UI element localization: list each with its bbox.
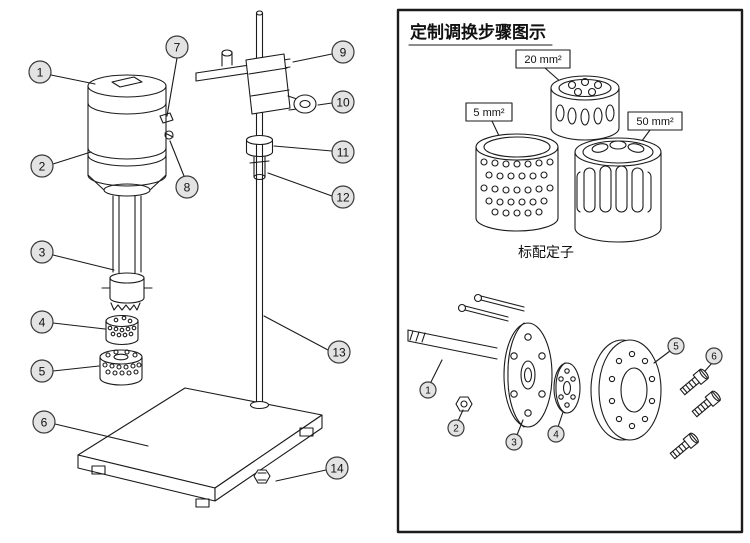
exploded-callout-1-num: 1 (425, 386, 431, 397)
stator-ring-small (105, 314, 139, 346)
label-5mm: 5 mm² (473, 107, 505, 119)
stator-disc (590, 339, 662, 441)
exploded-callout-1: 1 (419, 359, 443, 399)
exploded-callout-5-num: 5 (673, 342, 679, 353)
exploded-callout-2: 2 (447, 409, 465, 437)
callout-10-num: 10 (336, 96, 350, 110)
callout-7-num: 7 (174, 41, 181, 55)
coupling-nut (455, 396, 473, 412)
exploded-callout-5: 5 (653, 337, 685, 364)
callout-2-num: 2 (39, 160, 46, 174)
exploded-callout-3: 3 (505, 419, 524, 451)
callout-1: 1 (28, 60, 96, 85)
callout-4-num: 4 (39, 316, 46, 330)
flange-bolts (457, 293, 525, 322)
callout-5-num: 5 (39, 365, 46, 379)
panel-title: 定制调换步骤图示 (410, 22, 546, 42)
exploded-callout-2-num: 2 (453, 424, 459, 435)
exploded-shaft (407, 329, 498, 360)
right-panel: 定制调换步骤图示 20 mm² (396, 8, 744, 534)
stator-5mm (465, 102, 559, 232)
flange-disc (503, 322, 553, 428)
panel-border (396, 8, 744, 534)
callout-13: 13 (263, 315, 351, 364)
stator-50mm (574, 111, 683, 243)
callout-4: 4 (30, 310, 106, 334)
exploded-callout-4: 4 (547, 411, 565, 443)
motor-unit (87, 74, 174, 197)
left-diagram: 1 2 3 4 5 6 7 8 9 10 11 12 13 14 (28, 10, 355, 508)
callout-9: 9 (292, 40, 355, 64)
callouts-left: 1 2 3 4 5 6 7 8 9 10 11 12 13 14 (28, 35, 355, 482)
callout-1-num: 1 (37, 66, 44, 80)
stator-20mm (515, 49, 620, 141)
callout-11: 11 (273, 140, 355, 164)
rotor-disc (553, 362, 581, 414)
callout-9-num: 9 (340, 46, 347, 60)
exploded-callout-3-num: 3 (511, 438, 517, 449)
callout-6: 6 (32, 410, 149, 447)
base-nut (253, 469, 271, 484)
label-50mm: 50 mm² (636, 116, 674, 128)
base-plate (77, 387, 323, 508)
callout-3: 3 (30, 240, 115, 271)
clamp-assembly (195, 49, 317, 181)
callout-11-num: 11 (337, 146, 350, 160)
stator-ring-large (99, 349, 143, 386)
fixing-screws (669, 368, 721, 460)
exploded-callout-6: 6 (704, 347, 723, 372)
label-20mm: 20 mm² (524, 54, 562, 66)
callout-8-num: 8 (184, 181, 191, 195)
callouts-right: 1 2 3 4 5 6 (419, 337, 723, 451)
callout-7: 7 (165, 35, 189, 117)
exploded-callout-6-num: 6 (711, 352, 717, 363)
callout-12: 12 (267, 172, 355, 209)
callout-14: 14 (275, 456, 349, 482)
callout-13-num: 13 (332, 346, 346, 360)
callout-10: 10 (317, 90, 355, 114)
caption-standard-stator: 标配定子 (518, 244, 574, 260)
exploded-view (407, 293, 721, 460)
callout-14-num: 14 (330, 462, 344, 476)
callout-12-num: 12 (336, 191, 350, 205)
shaft-assembly (101, 195, 153, 311)
callout-5: 5 (30, 359, 100, 383)
callout-8: 8 (169, 140, 199, 199)
callout-3-num: 3 (39, 246, 46, 260)
callout-6-num: 6 (41, 416, 48, 430)
callout-2: 2 (30, 151, 92, 178)
exploded-callout-4-num: 4 (553, 430, 559, 441)
